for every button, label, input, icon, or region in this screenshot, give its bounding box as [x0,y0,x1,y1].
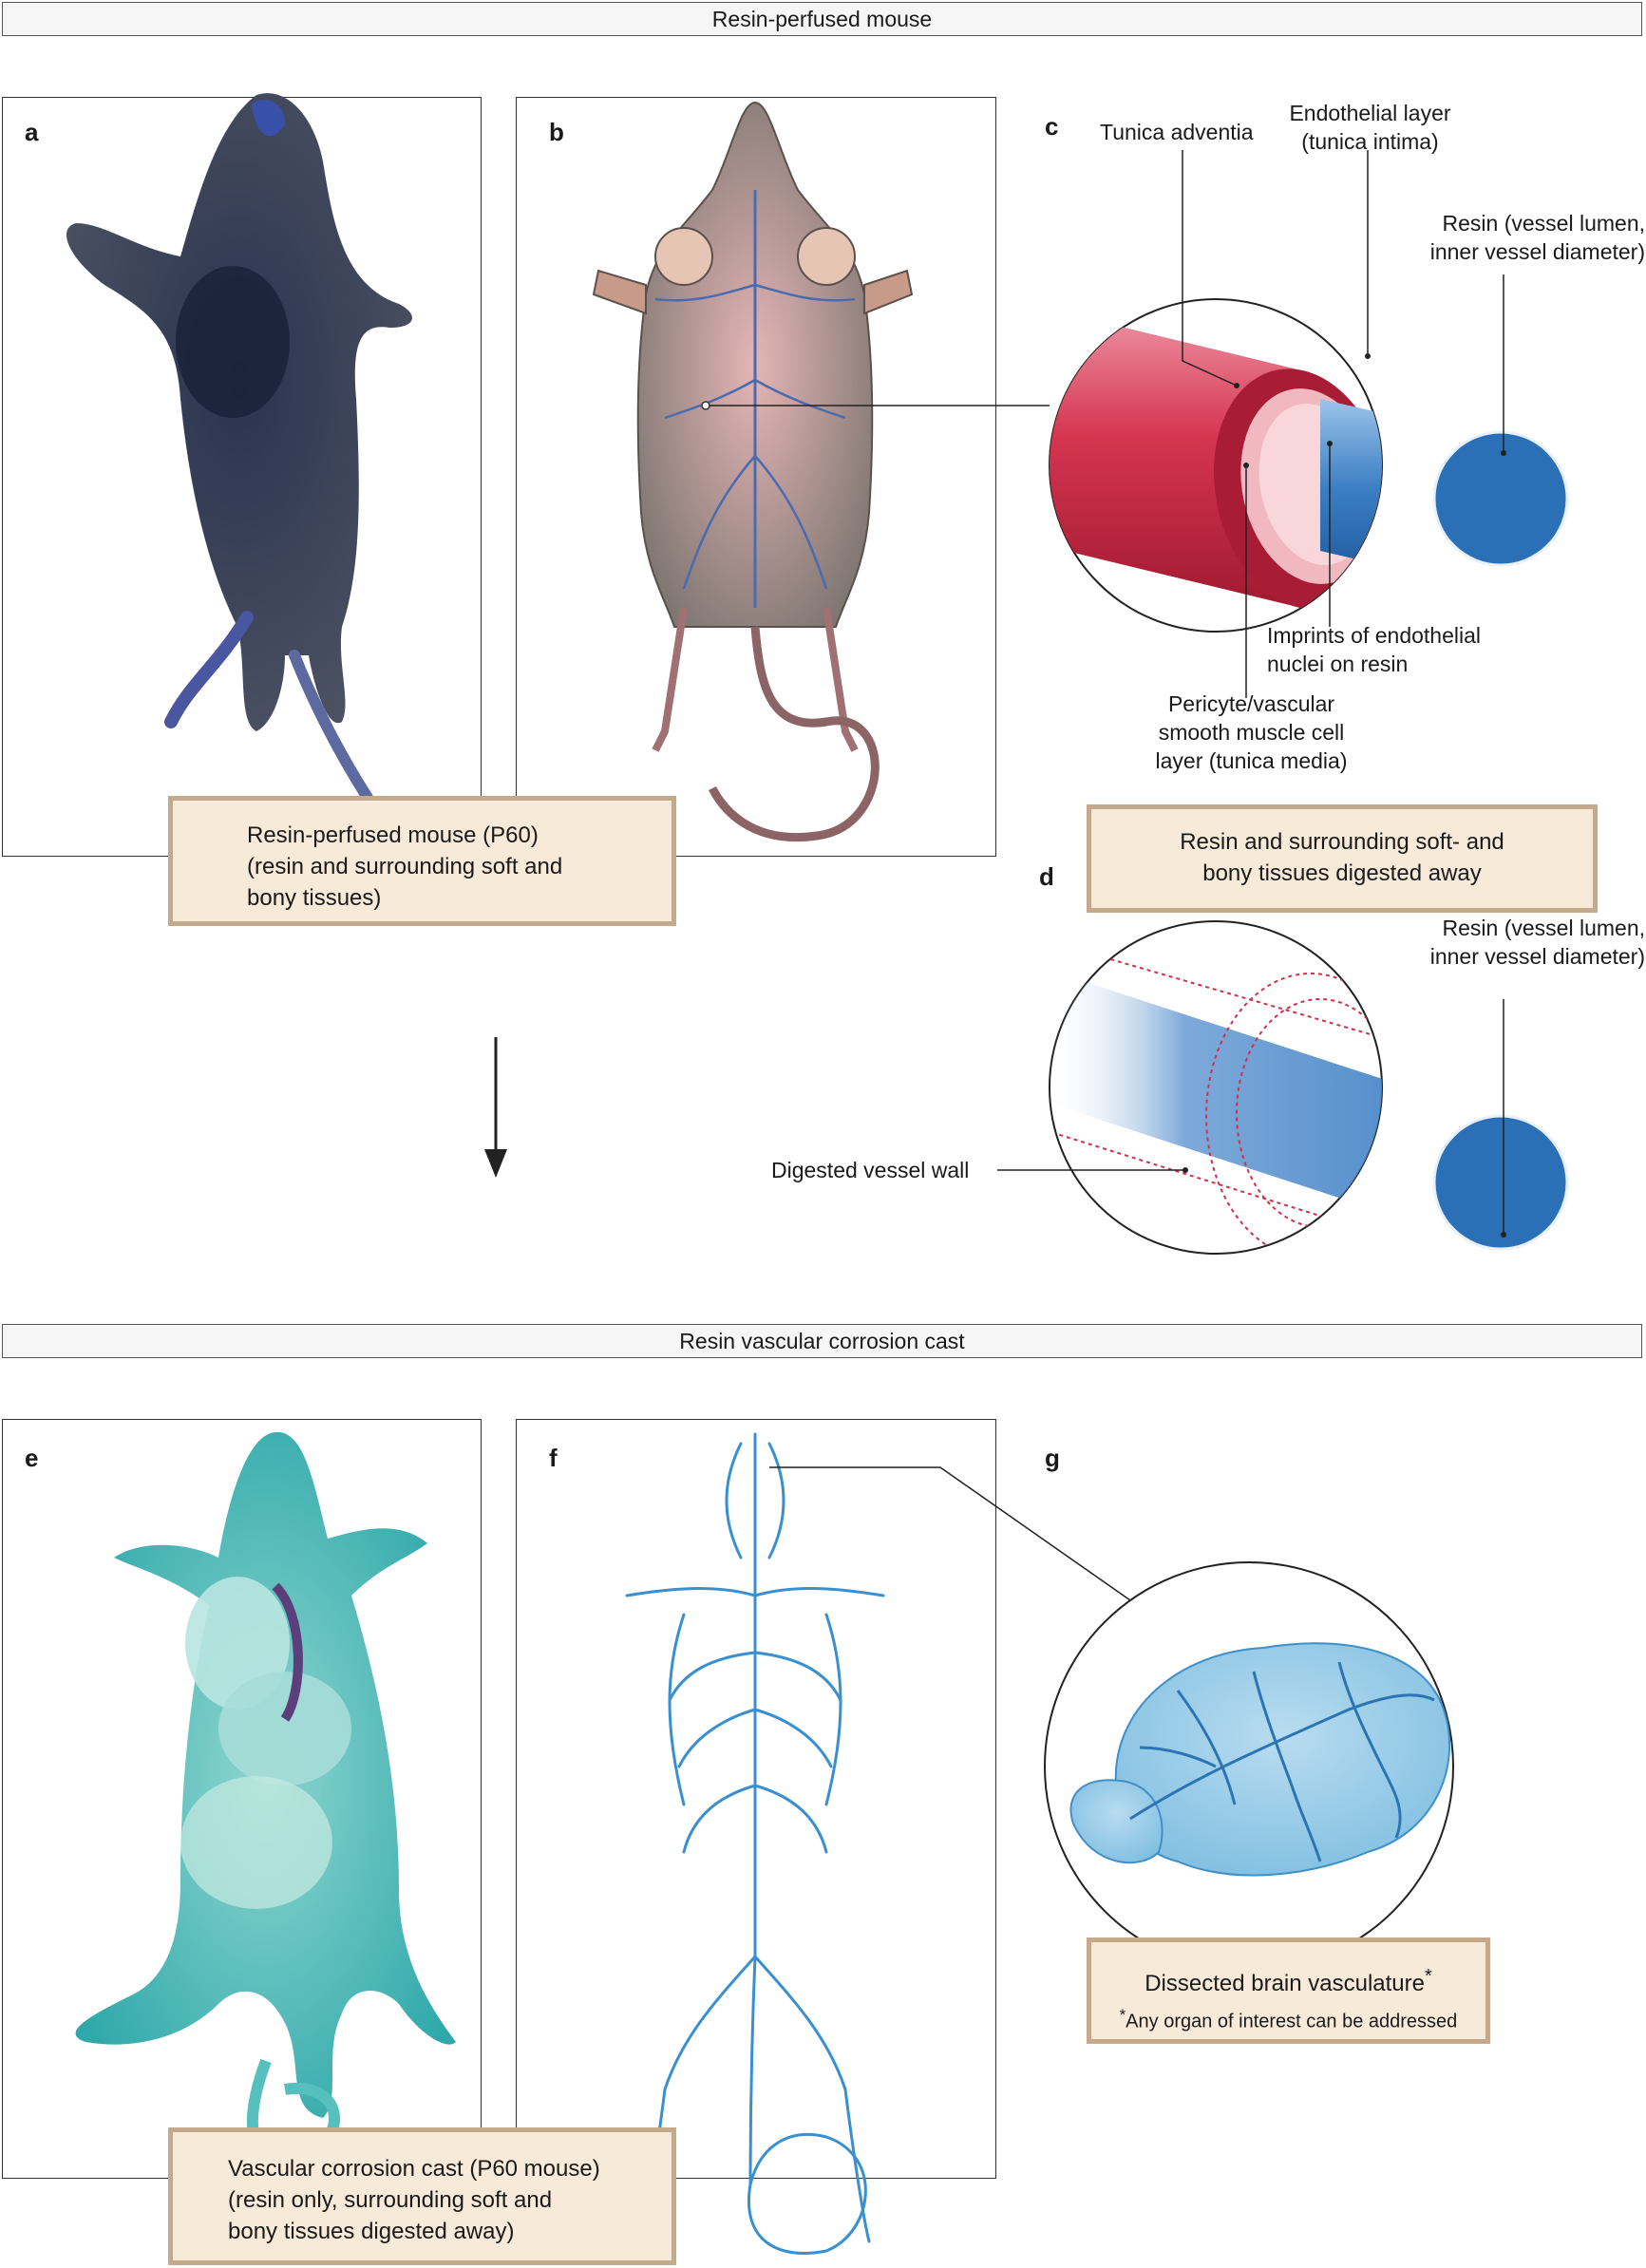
label-endothelial-line2: (tunica intima) [1301,129,1439,154]
callout-digested-away: Resin and surrounding soft- and bony tis… [1087,804,1598,913]
brain-note-text: Any organ of interest can be addressed [1126,2011,1458,2032]
label-imprints-line1: Imprints of endothelial [1267,623,1482,648]
digested-vessel [1049,920,1569,1255]
marker-endothelial [1365,353,1371,359]
callout-digested-line1: Resin and surrounding soft- and [1180,829,1504,855]
panel-label-c: c [1045,112,1059,141]
callout-corrosion-cast: Vascular corrosion cast (P60 mouse) (res… [168,2127,676,2265]
perfused-mouse-photo [66,93,412,822]
label-endothelial-line1: Endothelial layer [1289,101,1451,125]
panel-label-e: e [25,1444,39,1472]
panel-label-a: a [25,118,39,146]
callout-cast-line2: (resin only, surrounding soft and [228,2187,553,2213]
callout-digested-line2: bony tissues digested away [1202,860,1482,886]
panel-c-leaders [1182,150,1504,698]
mouse-illustration [592,101,914,841]
callout-brain-title: Dissected brain vasculature* [1091,1961,1485,1999]
marker-tunica-adventia [1234,383,1239,388]
corrosion-cast-photo [75,1431,456,2166]
marker-pericyte [1243,463,1249,468]
callout-perfused-line2: (resin and surrounding soft and [247,854,563,879]
brain-note-star: * [1119,2006,1126,2024]
label-resin-c-line2: inner vessel diameter) [1429,239,1645,264]
label-resin-d-line1: Resin (vessel lumen, [1442,916,1645,940]
brain-title-text: Dissected brain vasculature [1145,1971,1425,1996]
marker-digested-wall [1182,1167,1188,1173]
banner-resin-perfused-mouse: Resin-perfused mouse [2,2,1642,36]
label-resin-d: Resin (vessel lumen, inner vessel diamet… [1389,914,1645,971]
callout-brain-note: *Any organ of interest can be addressed [1091,1999,1485,2038]
callout-cast-line1: Vascular corrosion cast (P60 mouse) [228,2156,600,2182]
brain-vasculature [1044,1561,1454,1972]
vessel-cross-section [1049,298,1569,633]
process-arrow [484,1037,507,1178]
callout-perfused-line1: Resin-perfused mouse (P60) [247,822,539,848]
label-endothelial-layer: Endothelial layer (tunica intima) [1282,99,1458,156]
label-pericyte-line2: smooth muscle cell [1158,720,1345,745]
panel-d-leaders [997,999,1504,1235]
panel-label-d: d [1039,862,1054,891]
label-pericyte-line3: layer (tunica media) [1155,748,1348,773]
panel-label-b: b [549,118,564,146]
callout-perfused-line3: bony tissues) [247,885,382,911]
brain-title-star: * [1425,1966,1432,1987]
label-pericyte: Pericyte/vascular smooth muscle cell lay… [1149,690,1353,775]
callout-cast-line3: bony tissues digested away) [228,2219,515,2244]
vascular-tree-drawing [625,1432,885,2255]
marker-imprints [1327,441,1333,446]
marker-resin-d [1501,1232,1506,1238]
panel-label-g: g [1045,1444,1060,1472]
panel-label-f: f [549,1444,558,1472]
label-imprints-line2: nuclei on resin [1267,652,1409,676]
label-digested-vessel-wall: Digested vessel wall [771,1158,970,1182]
label-imprints: Imprints of endothelial nuclei on resin [1267,621,1481,678]
banner-corrosion-cast: Resin vascular corrosion cast [2,1324,1642,1358]
label-resin-c-line1: Resin (vessel lumen, [1442,211,1645,236]
leader-f-to-g [769,1466,1179,1635]
label-pericyte-line1: Pericyte/vascular [1167,691,1335,716]
marker-resin-c [1501,450,1506,456]
label-tunica-adventia: Tunica adventia [1100,120,1254,144]
callout-resin-perfused: Resin-perfused mouse (P60) (resin and su… [168,796,676,926]
label-resin-c: Resin (vessel lumen, inner vessel diamet… [1389,209,1645,266]
label-resin-d-line2: inner vessel diameter) [1429,944,1645,969]
callout-brain-vasculature: Dissected brain vasculature* *Any organ … [1087,1937,1490,2044]
